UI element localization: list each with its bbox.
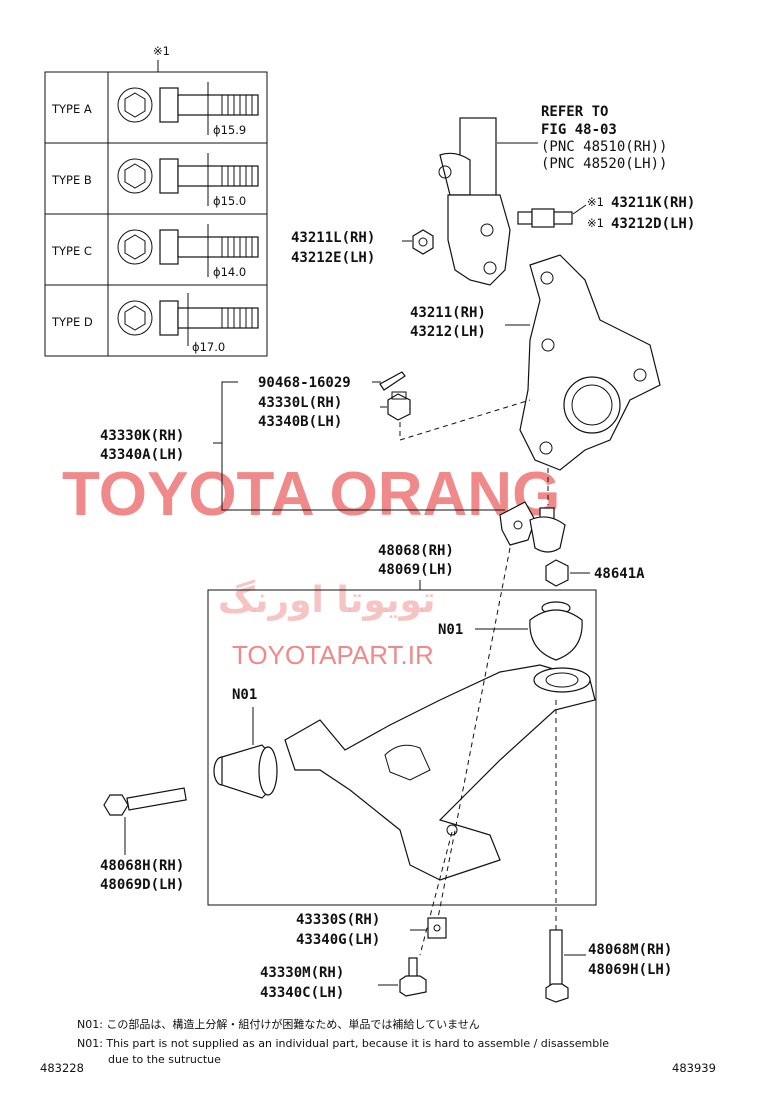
table-diameter-d: ϕ17.0	[192, 340, 225, 354]
note-english-2: due to the sutructue	[108, 1053, 221, 1066]
label-n01-left: N01	[232, 687, 257, 703]
refer-line2: FIG 48-03	[541, 122, 617, 138]
table-diameter-b: ϕ15.0	[213, 194, 246, 208]
label-48069: 48069(LH)	[378, 562, 454, 578]
bolt-48068h	[103, 787, 187, 816]
label-48641a: 48641A	[594, 566, 645, 582]
label-43330l: 43330L(RH)	[258, 395, 342, 411]
bolt-mark-2: ※1	[587, 216, 604, 230]
bolt-43211k	[517, 208, 573, 228]
label-48069d: 48069D(LH)	[100, 877, 184, 893]
bolt-type-d-icon	[117, 293, 259, 346]
refer-line1: REFER TO	[541, 104, 608, 120]
lower-control-arm	[284, 664, 596, 881]
label-48069h: 48069H(LH)	[588, 962, 672, 978]
label-43340g: 43340G(LH)	[296, 932, 380, 948]
ball-joint	[499, 501, 566, 553]
strut-assembly	[438, 117, 511, 286]
label-43212e: 43212E(LH)	[291, 250, 375, 266]
label-43212: 43212(LH)	[410, 324, 486, 340]
watermark-main: TOYOTA ORANG	[62, 460, 560, 529]
label-43212d: 43212D(LH)	[611, 216, 695, 232]
watermark-site: TOYOTAPART.IR	[232, 640, 434, 670]
label-43330m: 43330M(RH)	[260, 965, 344, 981]
table-type-c: TYPE C	[51, 244, 92, 258]
bolt-type-a-icon	[117, 82, 259, 135]
footer-left-id: 483228	[40, 1061, 84, 1075]
cotter-pin	[379, 371, 406, 391]
label-43330k: 43330K(RH)	[100, 428, 184, 444]
label-43211k: 43211K(RH)	[611, 195, 695, 211]
table-header-mark: ※1	[153, 44, 170, 58]
bolt-43330m	[399, 957, 427, 997]
bolt-mark-1: ※1	[587, 195, 604, 209]
bolt-48068m	[545, 929, 569, 1003]
watermark-persian: تویوتا اورنگ	[218, 579, 436, 621]
label-48068: 48068(RH)	[378, 543, 454, 559]
bushing-upper	[529, 601, 583, 661]
steering-knuckle	[519, 254, 661, 471]
note-english-1: N01: This part is not supplied as an ind…	[77, 1037, 609, 1050]
label-n01-upper: N01	[438, 622, 463, 638]
label-48068h: 48068H(RH)	[100, 858, 184, 874]
table-diameter-a: ϕ15.9	[213, 123, 246, 137]
label-43211: 43211(RH)	[410, 305, 486, 321]
footer-right-id: 483939	[672, 1061, 716, 1075]
label-43330s: 43330S(RH)	[296, 912, 380, 928]
nut-48641a	[545, 559, 569, 587]
bolt-43330s	[427, 917, 447, 939]
label-43340c: 43340C(LH)	[260, 985, 344, 1001]
bolt-type-b-icon	[117, 153, 259, 206]
note-japanese: N01: この部品は、構造上分解・組付けが困難なため、単品では補給していません	[77, 1017, 480, 1031]
refer-line3: (PNC 48510(RH))	[541, 139, 667, 155]
castle-nut	[387, 391, 411, 421]
bushing-left	[213, 744, 278, 799]
label-48068m: 48068M(RH)	[588, 942, 672, 958]
bolt-type-c-icon	[117, 224, 259, 277]
lower-arm-frame	[207, 589, 597, 906]
nut-43211l	[412, 229, 434, 255]
table-type-b: TYPE B	[51, 173, 92, 187]
table-type-a: TYPE A	[51, 102, 92, 116]
label-43340a: 43340A(LH)	[100, 447, 184, 463]
table-type-d: TYPE D	[51, 315, 93, 329]
label-43340b: 43340B(LH)	[258, 414, 342, 430]
label-90468: 90468-16029	[258, 375, 351, 391]
refer-line4: (PNC 48520(LH))	[541, 156, 667, 172]
label-43211l: 43211L(RH)	[291, 230, 375, 246]
bolt-type-table: ※1 TYPE A ϕ15.9 TYPE B ϕ15.0	[44, 44, 268, 357]
table-diameter-c: ϕ14.0	[213, 265, 246, 279]
